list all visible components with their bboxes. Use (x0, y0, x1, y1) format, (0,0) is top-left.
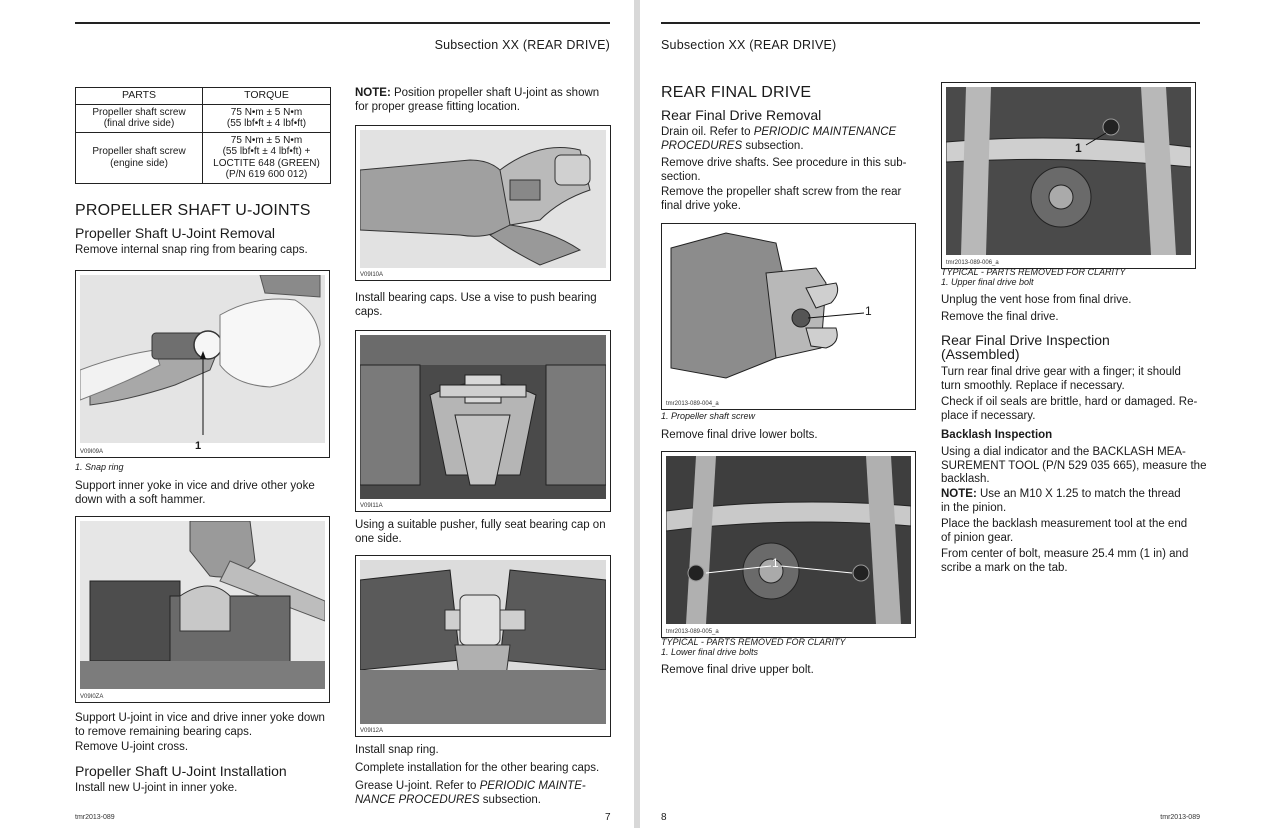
figure-vise-cross: V09I11A (355, 330, 611, 512)
paragraph: Support U-joint in vice and drive inner … (75, 712, 325, 738)
figure-code: V09I0ZA (80, 694, 104, 700)
final-drive-illustration (666, 228, 911, 396)
paragraph: From center of bolt, measure 25.4 mm (1 … (941, 548, 1189, 574)
figure-vise-yoke: V09I12A (355, 555, 611, 737)
page-number: 8 (661, 812, 667, 823)
figure-caption: 1. Propeller shaft screw (661, 411, 756, 421)
page-footer: tmr2013-089 (1160, 814, 1200, 821)
header-rule (75, 22, 610, 24)
figure-callout: 1 (1075, 141, 1082, 155)
paragraph: Remove final drive lower bolts. (661, 429, 818, 441)
hammer-vise-illustration (80, 521, 325, 689)
figure-code: tmr2013-089-004_a (666, 401, 719, 407)
paragraph: Support inner yoke in vice and drive oth… (75, 480, 315, 506)
figure-snap-ring: 1 V09I09A (75, 270, 330, 458)
column-header-torque: TORQUE (202, 87, 331, 105)
table-cell-part: Propeller shaft screw(engine side) (75, 131, 203, 184)
lower-bolts-illustration (666, 456, 911, 624)
subsection-heading: Propeller Shaft U-Joint Removal (75, 225, 275, 241)
table-cell-torque: 75 N•m ± 5 N•m(55 lbf•ft ± 4 lbf•ft) +LO… (202, 131, 331, 184)
subsection-heading: Rear Final Drive Removal (661, 107, 822, 123)
paragraph: Complete installation for the other bear… (355, 762, 600, 774)
subsection-heading: Rear Final Drive Inspection(Assembled) (941, 332, 1110, 362)
torque-table: PARTS TORQUE Propeller shaft screw(final… (75, 87, 331, 184)
figure-code: tmr2013-089-006_a (946, 260, 999, 266)
figure-caption: 1. Snap ring (75, 462, 124, 472)
subsection-heading: Backlash Inspection (941, 429, 1053, 441)
left-page: Subsection XX (REAR DRIVE) PARTS TORQUE … (0, 0, 634, 828)
paragraph: Place the backlash measurement tool at t… (941, 518, 1188, 544)
note: NOTE: Use an M10 X 1.25 to match the thr… (941, 488, 1181, 514)
paragraph: Install bearing caps. Use a vise to push… (355, 292, 597, 318)
upper-bolt-illustration (946, 87, 1191, 255)
paragraph: Install new U-joint in inner yoke. (75, 782, 238, 794)
table-cell-torque: 75 N•m ± 5 N•m(55 lbf•ft ± 4 lbf•ft) (202, 103, 331, 133)
shaft-yoke-illustration (360, 130, 606, 268)
page-gutter (634, 0, 640, 828)
paragraph: Remove the propeller shaft screw from th… (661, 186, 902, 212)
paragraph: Unplug the vent hose from final drive. (941, 294, 1132, 306)
right-page: Subsection XX (REAR DRIVE) REAR FINAL DR… (640, 0, 1280, 828)
paragraph: Check if oil seals are brittle, hard or … (941, 396, 1198, 422)
paragraph: Remove the final drive. (941, 311, 1059, 323)
figure-propeller-screw: 1 tmr2013-089-004_a (661, 223, 916, 410)
page-number: 7 (605, 812, 611, 823)
paragraph: Grease U-joint. Refer to PERIODIC MAINTE… (355, 780, 586, 806)
table-row: Propeller shaft screw(final drive side) … (75, 103, 331, 133)
table-row: Propeller shaft screw(engine side) 75 N•… (75, 131, 331, 184)
table-cell-part: Propeller shaft screw(final drive side) (75, 103, 203, 133)
paragraph: Using a dial indicator and the BACKLASH … (941, 446, 1207, 485)
page-header: Subsection XX (REAR DRIVE) (434, 38, 610, 52)
page-footer: tmr2013-089 (75, 814, 115, 821)
paragraph: Remove drive shafts. See procedure in th… (661, 157, 907, 183)
figure-code: V09I11A (360, 503, 383, 509)
note: NOTE: Position propeller shaft U-joint a… (355, 87, 600, 113)
paragraph: Drain oil. Refer to PERIODIC MAINTENANCE… (661, 126, 897, 152)
figure-callout: 1 (865, 304, 872, 318)
figure-lower-bolts: 1 tmr2013-089-005_a (661, 451, 916, 638)
figure-code: tmr2013-089-005_a (666, 629, 719, 635)
subsection-heading: Propeller Shaft U-Joint Installation (75, 763, 287, 779)
header-rule (661, 22, 1200, 24)
vise-yoke-illustration (360, 560, 606, 724)
figure-code: V09I12A (360, 728, 384, 734)
figure-code: V09I09A (80, 449, 104, 455)
paragraph: Using a suitable pusher, fully seat bear… (355, 519, 606, 545)
figure-callout: 1 (195, 440, 202, 452)
snap-ring-illustration (80, 275, 325, 443)
section-heading: PROPELLER SHAFT U-JOINTS (75, 202, 311, 219)
vise-cross-illustration (360, 335, 606, 499)
page-header: Subsection XX (REAR DRIVE) (661, 38, 837, 52)
paragraph: Turn rear final drive gear with a finger… (941, 366, 1181, 392)
figure-hammer-vise: V09I0ZA (75, 516, 330, 703)
figure-code: V09I10A (360, 272, 384, 278)
figure-shaft-yoke: V09I10A (355, 125, 611, 281)
figure-upper-bolt: 1 tmr2013-089-006_a (941, 82, 1196, 269)
figure-callout: 1 (772, 556, 779, 570)
column-header-parts: PARTS (75, 87, 203, 105)
paragraph: Remove internal snap ring from bearing c… (75, 244, 308, 256)
table-header-row: PARTS TORQUE (75, 87, 331, 105)
paragraph: Remove final drive upper bolt. (661, 664, 814, 676)
paragraph: Remove U-joint cross. (75, 741, 189, 753)
paragraph: Install snap ring. (355, 744, 439, 756)
section-heading: REAR FINAL DRIVE (661, 84, 812, 101)
